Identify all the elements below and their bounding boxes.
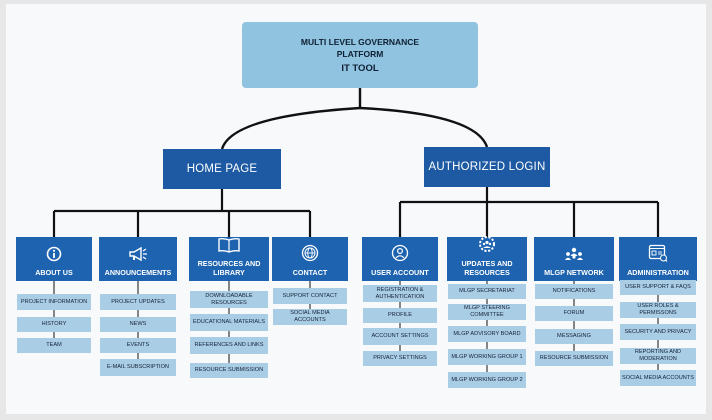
item-forum: FORUM bbox=[535, 306, 613, 321]
category-label: USER ACCOUNT bbox=[371, 267, 429, 277]
item-user-support-faqs: USER SUPPORT & FAQS bbox=[620, 280, 696, 295]
item-downloadable-resources: DOWNLOADABLE RESOURCES bbox=[190, 291, 268, 308]
root-title-line-3: IT TOOL bbox=[341, 63, 379, 74]
category-contact: CONTACT bbox=[272, 237, 348, 281]
authorized-login-box: AUTHORIZED LOGIN bbox=[424, 147, 550, 187]
dashboard-icon bbox=[648, 244, 668, 267]
item-resource-submission: RESOURCE SUBMISSION bbox=[190, 363, 268, 378]
info-icon bbox=[46, 246, 62, 267]
category-label: MLGP NETWORK bbox=[544, 267, 604, 277]
category-label: ADMINISTRATION bbox=[627, 267, 689, 277]
root-title-box: MULTI LEVEL GOVERNANCE PLATFORM IT TOOL bbox=[242, 22, 478, 88]
item-social-media-accounts: SOCIAL MEDIA ACCOUNTS bbox=[620, 370, 696, 386]
category-announcements: ANNOUNCEMENTS bbox=[99, 237, 177, 281]
book-icon bbox=[217, 237, 241, 258]
item-reporting-and-moderation: REPORTING AND MODERATION bbox=[620, 348, 696, 364]
item-educational-materials: EDUCATIONAL MATERIALS bbox=[190, 314, 268, 331]
category-label: UPDATES AND RESOURCES bbox=[461, 259, 513, 277]
item-history: HISTORY bbox=[17, 317, 91, 332]
item-mlgp-working-group-2: MLGP WORKING GROUP 2 bbox=[448, 372, 526, 388]
home-page-label: HOME PAGE bbox=[186, 163, 258, 175]
item-project-updates: PROJECT UPDATES bbox=[100, 294, 176, 310]
people-network-icon bbox=[563, 246, 585, 267]
category-about-us: ABOUT US bbox=[16, 237, 92, 281]
item-privacy-settings: PRIVACY SETTINGS bbox=[363, 351, 437, 366]
root-branch-line bbox=[220, 106, 489, 150]
item-project-information: PROJECT INFORMATION bbox=[17, 294, 91, 310]
root-title-line-1: MULTI LEVEL GOVERNANCE bbox=[300, 37, 420, 47]
category-mlgp-network: MLGP NETWORK bbox=[534, 237, 614, 281]
megaphone-icon bbox=[128, 246, 148, 267]
item-team: TEAM bbox=[17, 338, 91, 353]
item-news: NEWS bbox=[100, 317, 176, 332]
item-profile: PROFILE bbox=[363, 308, 437, 323]
item-notifications: NOTIFICATIONS bbox=[535, 284, 613, 299]
globe-icon bbox=[301, 244, 319, 267]
category-label: CONTACT bbox=[292, 267, 328, 277]
item-mlgp-steering-committee: MLGP STEERING COMMITTEE bbox=[448, 304, 526, 320]
item-messaging: MESSAGING bbox=[535, 329, 613, 344]
item-e-mail-subscription: E-MAIL SUBSCRIPTION bbox=[100, 359, 176, 376]
category-label: ANNOUNCEMENTS bbox=[104, 267, 172, 277]
home-page-box: HOME PAGE bbox=[163, 149, 281, 189]
item-account-settings: ACCOUNT SETTINGS bbox=[363, 328, 437, 345]
item-resource-submission: RESOURCE SUBMISSION bbox=[535, 351, 613, 366]
item-user-roles-permissons: USER ROLES & PERMISSONS bbox=[620, 302, 696, 318]
category-label: ABOUT US bbox=[35, 267, 73, 277]
item-mlgp-secretariat: MLGP SECRETARIAT bbox=[448, 284, 526, 299]
item-social-media-accounts: SOCIAL MEDIA ACCOUNTS bbox=[273, 309, 347, 325]
gear-people-icon bbox=[478, 235, 496, 258]
item-mlgp-working-group-1: MLGP WORKING GROUP 1 bbox=[448, 349, 526, 365]
category-administration: ADMINISTRATION bbox=[619, 237, 697, 281]
root-title-line-2: PLATFORM bbox=[336, 49, 384, 59]
item-registration-authentication: REGISTRATION & AUTHENTICATION bbox=[363, 285, 437, 302]
item-security-and-privacy: SECURITY AND PRIVACY bbox=[620, 324, 696, 340]
item-events: EVENTS bbox=[100, 338, 176, 353]
item-references-and-links: REFERENCES AND LINKS bbox=[190, 337, 268, 354]
authorized-login-label: AUTHORIZED LOGIN bbox=[428, 161, 546, 173]
category-label: RESOURCES AND LIBRARY bbox=[197, 259, 261, 277]
category-resources-and-library: RESOURCES AND LIBRARY bbox=[189, 237, 269, 281]
item-mlgp-advisory-board: MLGP ADVISORY BOARD bbox=[448, 326, 526, 342]
category-user-account: USER ACCOUNT bbox=[362, 237, 438, 281]
diagram-canvas: MULTI LEVEL GOVERNANCE PLATFORM IT TOOL … bbox=[6, 4, 706, 414]
category-updates-and-resources: UPDATES AND RESOURCES bbox=[447, 235, 527, 281]
item-support-contact: SUPPORT CONTACT bbox=[273, 288, 347, 304]
user-icon bbox=[391, 244, 409, 267]
